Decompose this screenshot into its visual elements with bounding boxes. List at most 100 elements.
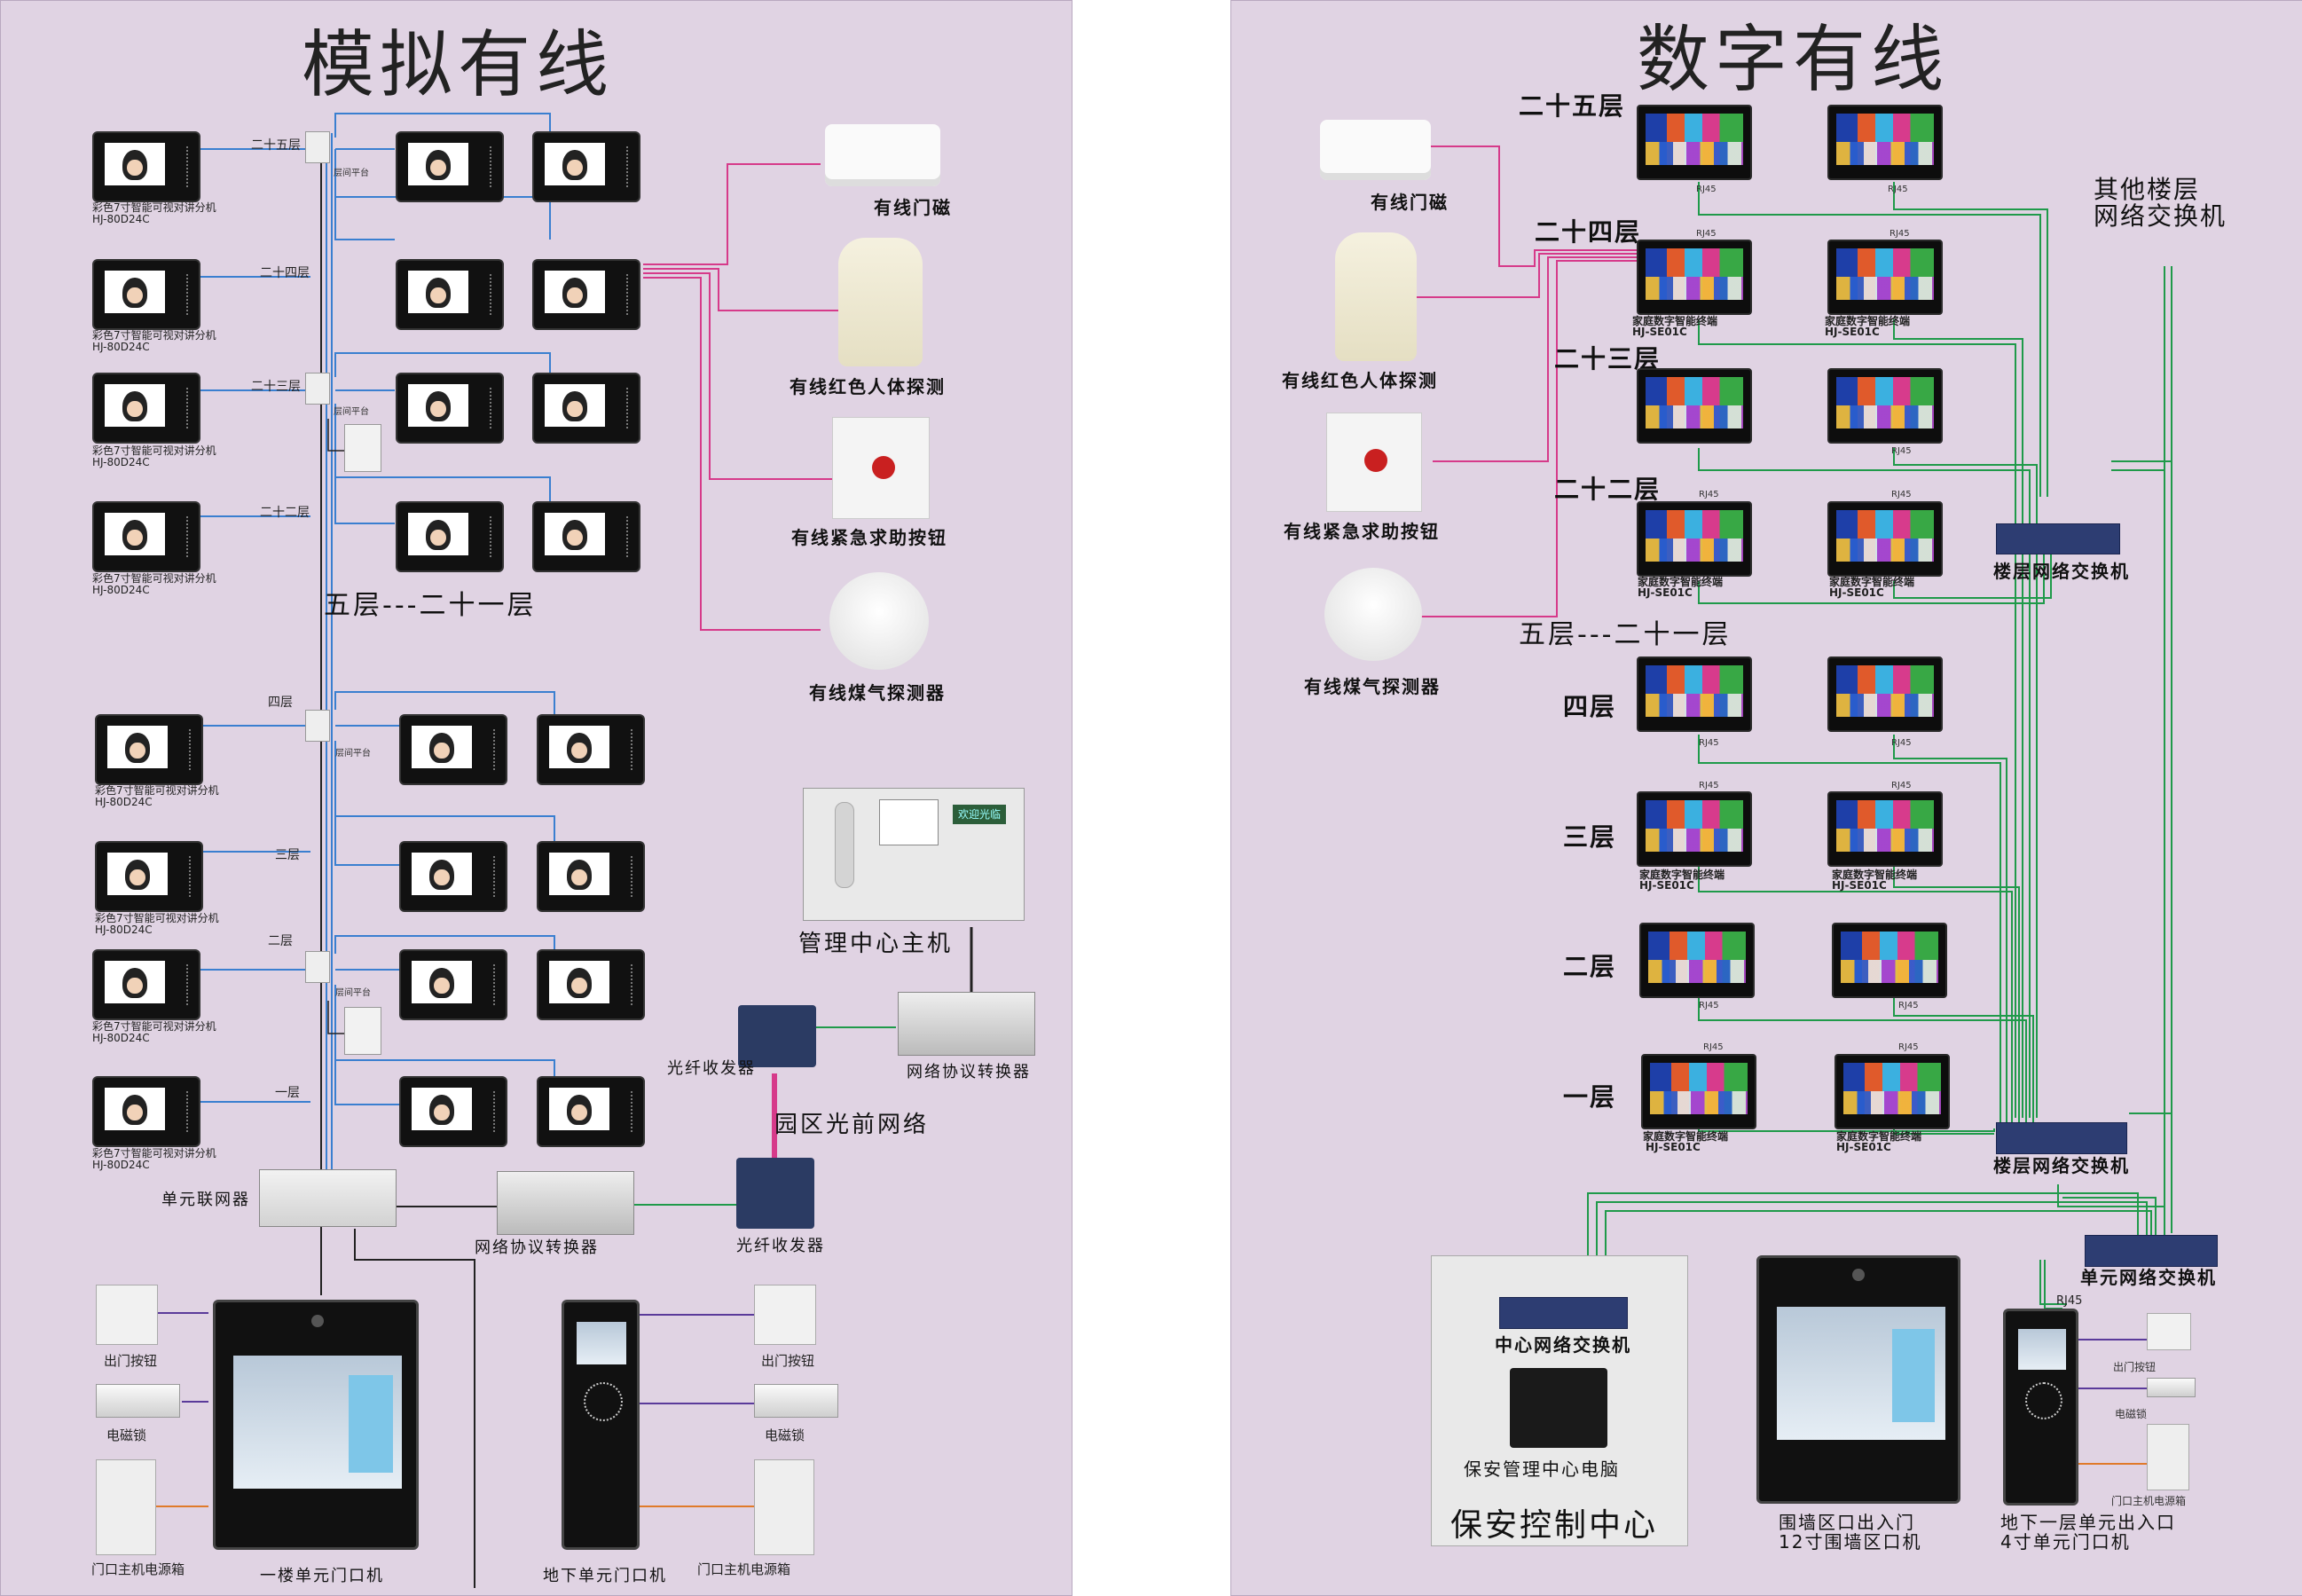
indoor-unit-monitor [532, 259, 640, 330]
range-label: 五层---二十一层 [1519, 619, 1732, 650]
indoor-unit-monitor [532, 373, 640, 444]
indoor-unit-monitor [396, 259, 504, 330]
door-magnet-sensor [825, 124, 940, 186]
door-magnet-label: 有线门磁 [874, 197, 952, 218]
floor-switch-label: 楼层网络交换机 [1993, 561, 2130, 582]
security-pc [1510, 1368, 1607, 1448]
terminal-caption: 家庭数字智能终端 [1829, 576, 1915, 588]
digital-terminal [1827, 791, 1943, 867]
terminal-model: HJ-SE01C [1825, 326, 1880, 338]
indoor-unit-monitor [537, 841, 645, 912]
floor-splitter [305, 710, 330, 742]
exit-button-label: 出门按钮 [2113, 1361, 2157, 1373]
power-module [344, 424, 381, 472]
mag-lock-label: 电磁锁 [765, 1427, 805, 1443]
unit-network-device [259, 1169, 397, 1227]
wall-gate-station [1756, 1255, 1960, 1504]
digital-terminal [1637, 501, 1752, 577]
terminal-model: HJ-SE01C [1829, 586, 1884, 599]
floor-label: 二层 [268, 934, 293, 948]
indoor-unit-monitor [92, 949, 200, 1020]
floor-label: 二层 [1563, 952, 1617, 981]
mag-lock-device [754, 1384, 838, 1418]
mag-lock-label: 电磁锁 [2115, 1408, 2148, 1420]
rj45-label: RJ45 [1699, 781, 1719, 790]
rj45-label: RJ45 [1891, 446, 1912, 456]
terminal-caption: 家庭数字智能终端 [1825, 315, 1911, 327]
indoor-unit-monitor [95, 714, 203, 785]
indoor-unit-monitor [532, 131, 640, 202]
indoor-unit-monitor [92, 501, 200, 572]
floor-switch-label: 楼层网络交换机 [1993, 1155, 2130, 1176]
indoor-unit-caption: 彩色7寸智能可视对讲分机 [92, 572, 216, 585]
basement-label-2: 4寸单元门口机 [2000, 1531, 2131, 1553]
door-station-1f [213, 1300, 419, 1550]
indoor-unit-model: HJ-80D24C [92, 341, 150, 353]
emergency-button-label: 有线紧急求助按钮 [791, 527, 947, 548]
exit-button-label: 出门按钮 [761, 1353, 815, 1369]
indoor-unit-caption: 彩色7寸智能可视对讲分机 [95, 912, 219, 924]
floor-label: 一层 [275, 1086, 300, 1100]
protocol-converter-label: 网络协议转换器 [907, 1063, 1031, 1081]
indoor-unit-monitor [537, 949, 645, 1020]
floor-label: 二十二层 [1554, 475, 1662, 504]
indoor-unit-monitor [396, 373, 504, 444]
indoor-unit-model: HJ-80D24C [92, 456, 150, 468]
exit-button-label: 出门按钮 [104, 1353, 158, 1369]
floor-label: 二十五层 [251, 138, 301, 153]
digital-terminal [1637, 656, 1752, 732]
indoor-unit-caption: 彩色7寸智能可视对讲分机 [92, 201, 216, 214]
emergency-button [1326, 413, 1422, 512]
terminal-model: HJ-SE01C [1646, 1141, 1701, 1153]
mag-lock-device [2147, 1378, 2196, 1397]
indoor-unit-caption: 彩色7寸智能可视对讲分机 [92, 329, 216, 342]
door-magnet-sensor [1320, 120, 1431, 180]
digital-terminal [1637, 791, 1752, 867]
fiber-transceiver-label: 光纤收发器 [667, 1059, 756, 1078]
power-box-label: 门口主机电源箱 [697, 1561, 791, 1577]
platform-label: 层间平台 [334, 169, 369, 178]
rj45-bottom-label: RJ45 [2056, 1294, 2083, 1308]
digital-terminal [1637, 105, 1752, 180]
pir-sensor-label: 有线红色人体探测 [1282, 370, 1438, 391]
pir-sensor-label: 有线红色人体探测 [790, 376, 946, 397]
other-floor-switch-label-1: 其他楼层 [2094, 175, 2201, 204]
floor-label: 二十二层 [260, 506, 310, 520]
indoor-unit-monitor [399, 949, 507, 1020]
terminal-caption: 家庭数字智能终端 [1832, 869, 1918, 881]
power-box-device [96, 1459, 156, 1555]
rj45-label: RJ45 [1696, 185, 1717, 194]
mag-lock-device [96, 1384, 180, 1418]
indoor-unit-monitor [92, 373, 200, 444]
platform-label: 层间平台 [335, 749, 371, 759]
rj45-label: RJ45 [1699, 738, 1719, 748]
floor-switch-device [1996, 523, 2120, 554]
emergency-button-label: 有线紧急求助按钮 [1284, 521, 1440, 542]
terminal-caption: 家庭数字智能终端 [1638, 576, 1724, 588]
unit-switch-device [2085, 1235, 2218, 1267]
terminal-caption: 家庭数字智能终端 [1836, 1130, 1922, 1143]
protocol-converter-label: 网络协议转换器 [475, 1238, 599, 1257]
indoor-unit-model: HJ-80D24C [95, 924, 153, 936]
indoor-unit-model: HJ-80D24C [92, 213, 150, 225]
power-box-device [2147, 1424, 2189, 1490]
pir-sensor [1335, 232, 1417, 361]
protocol-converter [497, 1171, 634, 1235]
range-label: 五层---二十一层 [324, 590, 537, 621]
indoor-unit-caption: 彩色7寸智能可视对讲分机 [92, 1147, 216, 1160]
digital-terminal [1641, 1054, 1756, 1129]
indoor-unit-monitor [399, 841, 507, 912]
exit-button-device [96, 1285, 158, 1345]
exit-button-device [2147, 1313, 2191, 1350]
platform-label: 层间平台 [334, 407, 369, 417]
indoor-unit-monitor [396, 501, 504, 572]
floor-splitter [305, 131, 330, 163]
indoor-unit-caption: 彩色7寸智能可视对讲分机 [92, 1020, 216, 1033]
terminal-caption: 家庭数字智能终端 [1639, 869, 1725, 881]
floor-splitter [305, 373, 330, 405]
indoor-unit-monitor [399, 714, 507, 785]
digital-terminal [1827, 656, 1943, 732]
center-switch-device [1499, 1297, 1628, 1329]
wall-gate-label-2: 12寸围墙区口机 [1779, 1531, 1922, 1553]
floor-label: 二十四层 [260, 266, 310, 280]
